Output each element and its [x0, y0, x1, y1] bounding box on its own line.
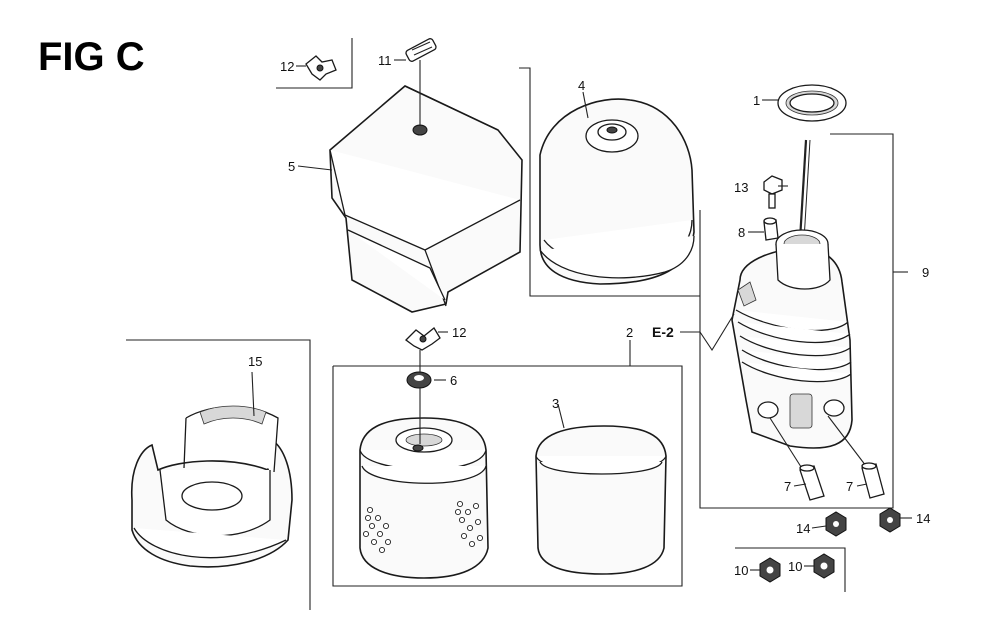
flange-nut-left: [750, 557, 781, 583]
callout-14-right: 14: [916, 511, 930, 526]
figure-title: FIG C: [38, 35, 145, 79]
grommet: [406, 350, 446, 389]
collar: [763, 217, 779, 241]
callout-11: 11: [378, 53, 392, 68]
callout-12-top: 12: [280, 59, 294, 74]
callout-6: 6: [450, 373, 457, 388]
callout-4: 4: [578, 78, 585, 93]
callouts: 12 11 4 1 5 13 8 9 12 2 E-2 15 6 3 7 7 1…: [248, 53, 930, 578]
flange-nut-right: [804, 553, 835, 579]
callout-5: 5: [288, 159, 295, 174]
group-bracket-9: [699, 133, 894, 509]
group-bracket-4: [519, 67, 700, 297]
callout-12-lower: 12: [452, 325, 466, 340]
callout-7-right: 7: [846, 479, 853, 494]
group-bracket-12-11: [276, 38, 353, 89]
callout-10-left: 10: [734, 563, 748, 578]
group-bracket-15: [126, 339, 311, 610]
callout-3: 3: [552, 396, 559, 411]
air-cleaner-elbow: [731, 139, 867, 471]
leader-lines: [296, 59, 908, 366]
tube-left: [793, 464, 825, 501]
callout-8: 8: [738, 225, 745, 240]
callout-2: 2: [626, 325, 633, 340]
callout-14-left: 14: [796, 521, 810, 536]
air-cleaner-cover: [329, 60, 523, 313]
callout-9: 9: [922, 265, 929, 280]
flange-bolt: [763, 175, 788, 209]
wing-nut-top: [305, 55, 337, 81]
wing-nut-lower: [405, 327, 448, 351]
air-filter-element: [359, 388, 489, 579]
group-bracket-10: [735, 547, 846, 592]
stud-bolt: [405, 38, 437, 62]
group-bracket-2: [332, 365, 683, 587]
callout-13: 13: [734, 180, 748, 195]
reference-label: E-2: [652, 324, 674, 340]
air-guide: [130, 371, 293, 568]
callout-1: 1: [753, 93, 760, 108]
callout-7-left: 7: [784, 479, 791, 494]
foam-filter: [535, 403, 667, 575]
tube-right: [856, 462, 885, 499]
callout-15: 15: [248, 354, 262, 369]
callout-10-right: 10: [788, 559, 802, 574]
nut-left: [811, 511, 847, 537]
gasket: [762, 84, 847, 122]
air-cleaner-case: [539, 91, 695, 285]
nut-right: [879, 507, 912, 533]
